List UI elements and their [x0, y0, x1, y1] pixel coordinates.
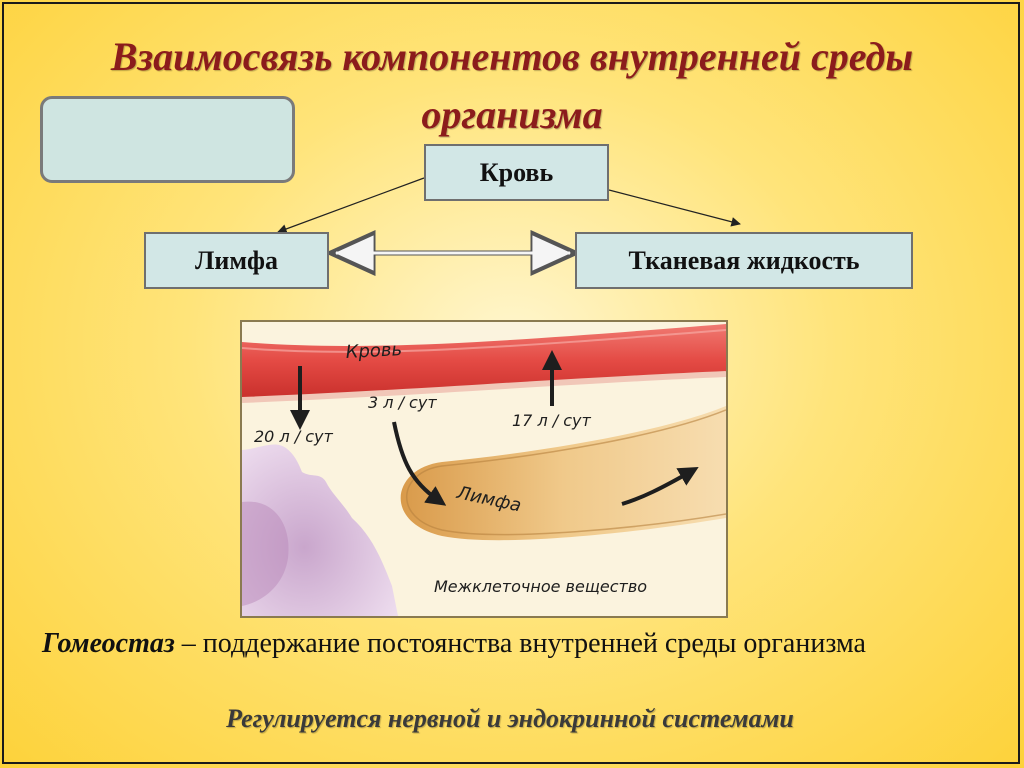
slide-title: Взаимосвязь компонентов внутренней среды…	[40, 28, 984, 144]
circulation-illustration: Кровь 20 л / сут 3 л / сут 17 л / сут Ли…	[240, 320, 728, 618]
title-line-2: организма	[421, 92, 603, 137]
node-lymph: Лимфа	[144, 232, 329, 289]
flow-3-label: 3 л / сут	[368, 393, 437, 412]
empty-rounded-box	[40, 96, 295, 183]
node-blood: Кровь	[424, 144, 609, 201]
definition-term: Гомеостаз	[42, 628, 175, 659]
definition-text: – поддержание постоянства внутренней сре…	[174, 628, 866, 659]
arrow-blood-to-lymph	[277, 177, 425, 234]
arrow-blood-to-tissue	[608, 189, 741, 227]
lymph-vessel	[400, 406, 726, 541]
node-tissue-fluid: Тканевая жидкость	[575, 232, 913, 289]
arrow-into-lymph	[392, 421, 447, 506]
figure-blood-label: Кровь	[345, 339, 402, 363]
illustration-svg: Кровь 20 л / сут 3 л / сут 17 л / сут Ли…	[242, 324, 726, 616]
intercellular-label: Межклеточное вещество	[434, 577, 647, 596]
flow-20-label: 20 л / сут	[254, 427, 334, 446]
blood-vessel	[242, 324, 726, 398]
homeostasis-definition: Гомеостаз – поддержание постоянства внут…	[42, 624, 982, 664]
title-line-1: Взаимосвязь компонентов внутренней среды	[110, 34, 914, 79]
arrow-lymph-flow	[621, 467, 699, 506]
flow-17-label: 17 л / сут	[512, 411, 592, 430]
regulation-note: Регулируется нервной и эндокринной систе…	[226, 704, 794, 733]
